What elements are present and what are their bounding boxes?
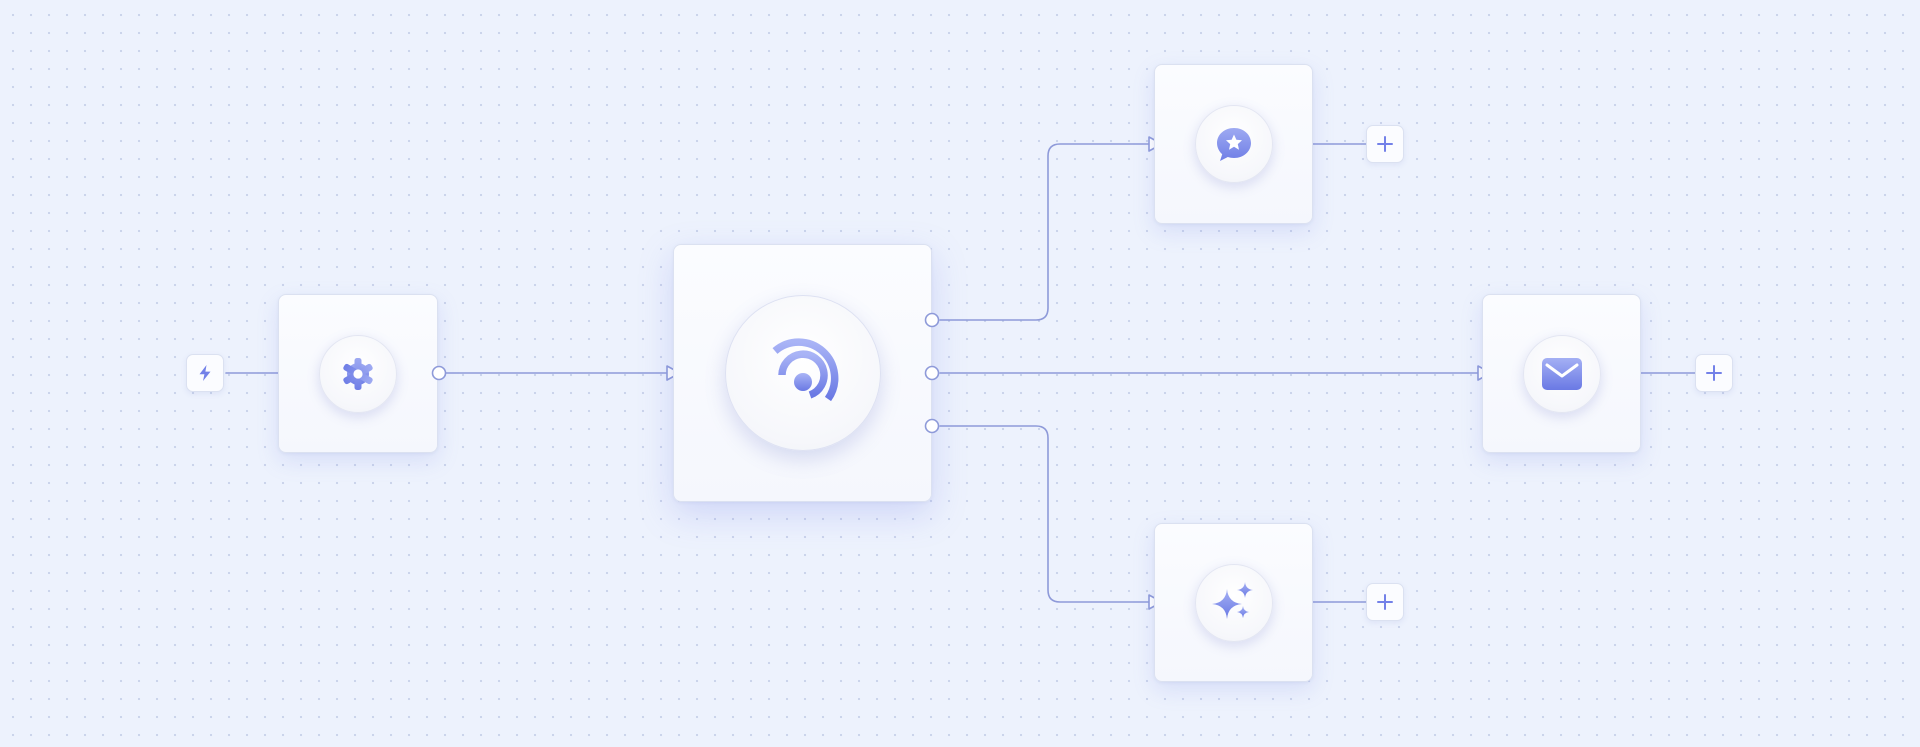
node-router-disc (724, 295, 881, 451)
add-step-button-email[interactable] (1695, 354, 1733, 392)
output-port-router-2[interactable] (924, 365, 940, 381)
node-ai[interactable] (1154, 523, 1313, 682)
gear-icon (343, 357, 373, 390)
plus-icon (1377, 136, 1393, 152)
connector-router-review (939, 143, 1153, 321)
node-email-disc (1522, 334, 1601, 413)
add-step-button-ai[interactable] (1366, 583, 1404, 621)
add-step-button-review[interactable] (1366, 125, 1404, 163)
output-port-settings[interactable] (431, 365, 447, 381)
node-ai-disc (1194, 563, 1273, 642)
envelope-icon (1541, 357, 1582, 390)
output-port-router-1[interactable] (924, 312, 940, 328)
plus-icon (1377, 594, 1393, 610)
signal-rings-icon (772, 338, 838, 402)
connector-router-ai (939, 425, 1153, 603)
trigger-button[interactable] (186, 354, 224, 392)
node-review-disc (1194, 105, 1273, 183)
node-router[interactable] (673, 244, 932, 502)
node-email[interactable] (1482, 294, 1641, 453)
node-settings[interactable] (278, 294, 438, 453)
plus-icon (1706, 365, 1722, 381)
output-port-router-3[interactable] (924, 418, 940, 434)
chat-bubble-star-icon (1216, 128, 1251, 161)
sparkles-icon (1211, 581, 1253, 619)
lightning-bolt-icon (199, 365, 211, 381)
node-review[interactable] (1154, 64, 1313, 224)
node-settings-disc (319, 334, 397, 413)
